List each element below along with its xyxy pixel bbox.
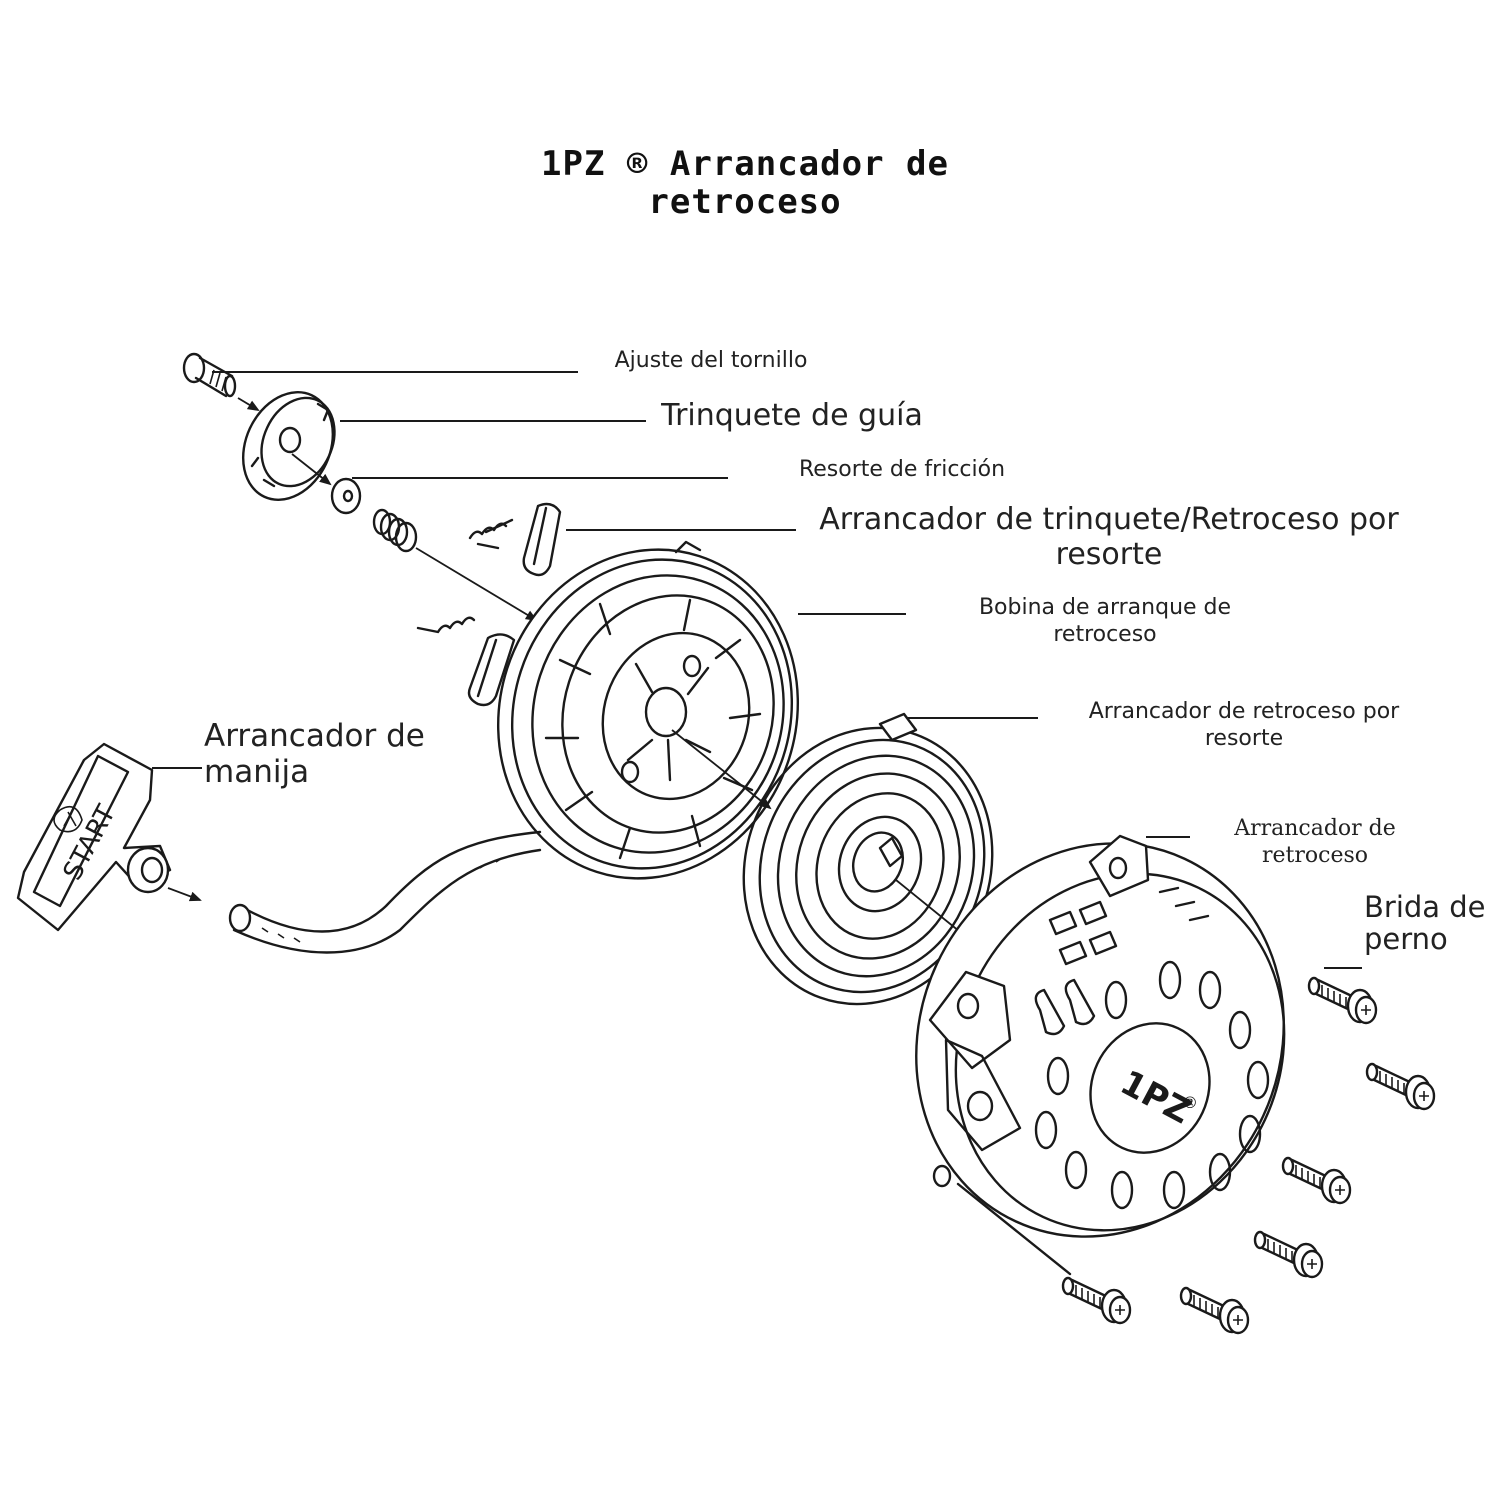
label-trinquete-resorte: Arrancador de trinquete/Retroceso por re…	[804, 502, 1414, 572]
title-line-1: 1PZ ® Arrancador de	[541, 144, 949, 184]
label-ajuste: Ajuste del tornillo	[596, 347, 826, 374]
friction-spring	[372, 508, 538, 622]
flange-bolt-4	[1253, 1230, 1324, 1279]
label-trinquete-resorte-line-1: Arrancador de trinquete/Retroceso por	[819, 502, 1399, 537]
adjusting-screw	[182, 352, 260, 412]
recoil-housing: 1PZ ®	[915, 834, 1286, 1276]
label-manija: Arrancador de manija	[204, 718, 444, 790]
label-bobina-line-1: Bobina de arranque de	[978, 595, 1232, 620]
starter-rope	[228, 830, 542, 954]
label-brida-line-1: Brida de	[1364, 890, 1486, 924]
label-bobina-line-2: retroceso	[1053, 622, 1157, 647]
starter-handle: START	[16, 742, 202, 932]
recoil-spool	[496, 540, 800, 880]
label-resorte-line-2: resorte	[1204, 726, 1284, 751]
ratchet-pawl-upper	[468, 502, 562, 577]
flange-bolt-5	[1061, 1276, 1132, 1325]
guide-ratchet	[241, 391, 336, 501]
label-arrancador: Arrancador de retroceso	[1220, 815, 1410, 869]
ratchet-pawl-lower	[416, 616, 516, 707]
flange-bolt-3	[1281, 1156, 1352, 1205]
label-resorte: Arrancador de retroceso por resorte	[1068, 698, 1420, 752]
flange-bolt-1	[1307, 976, 1378, 1025]
label-resorte-line-1: Arrancador de retroceso por	[1088, 699, 1400, 724]
label-manija-line-1: Arrancador de	[204, 718, 425, 754]
recoil-spiral-spring	[742, 712, 994, 1006]
housing-registered-mark: ®	[1182, 1093, 1198, 1112]
label-brida: Brida de perno	[1364, 891, 1498, 955]
label-ajuste-text: Ajuste del tornillo	[614, 348, 808, 373]
label-brida-line-2: perno	[1364, 922, 1448, 956]
label-manija-line-2: manija	[204, 754, 310, 790]
title-line-2: retroceso	[648, 182, 842, 222]
label-trinquete-resorte-line-2: resorte	[1055, 537, 1163, 572]
label-arrancador-line-1: Arrancador de	[1234, 816, 1396, 841]
diagram-title: 1PZ ® Arrancador de retroceso	[400, 145, 1090, 221]
flange-bolt-2	[1365, 1062, 1436, 1111]
flange-bolt-6	[1179, 1286, 1250, 1335]
label-resorte-friccion-text: Resorte de fricción	[798, 457, 1006, 482]
label-arrancador-line-2: retroceso	[1261, 843, 1368, 868]
label-resorte-friccion: Resorte de fricción	[784, 456, 1020, 483]
label-bobina: Bobina de arranque de retroceso	[960, 594, 1250, 648]
label-trinquete-guia-text: Trinquete de guía	[661, 398, 923, 433]
friction-washer	[330, 477, 362, 515]
label-trinquete-guia: Trinquete de guía	[650, 398, 934, 433]
